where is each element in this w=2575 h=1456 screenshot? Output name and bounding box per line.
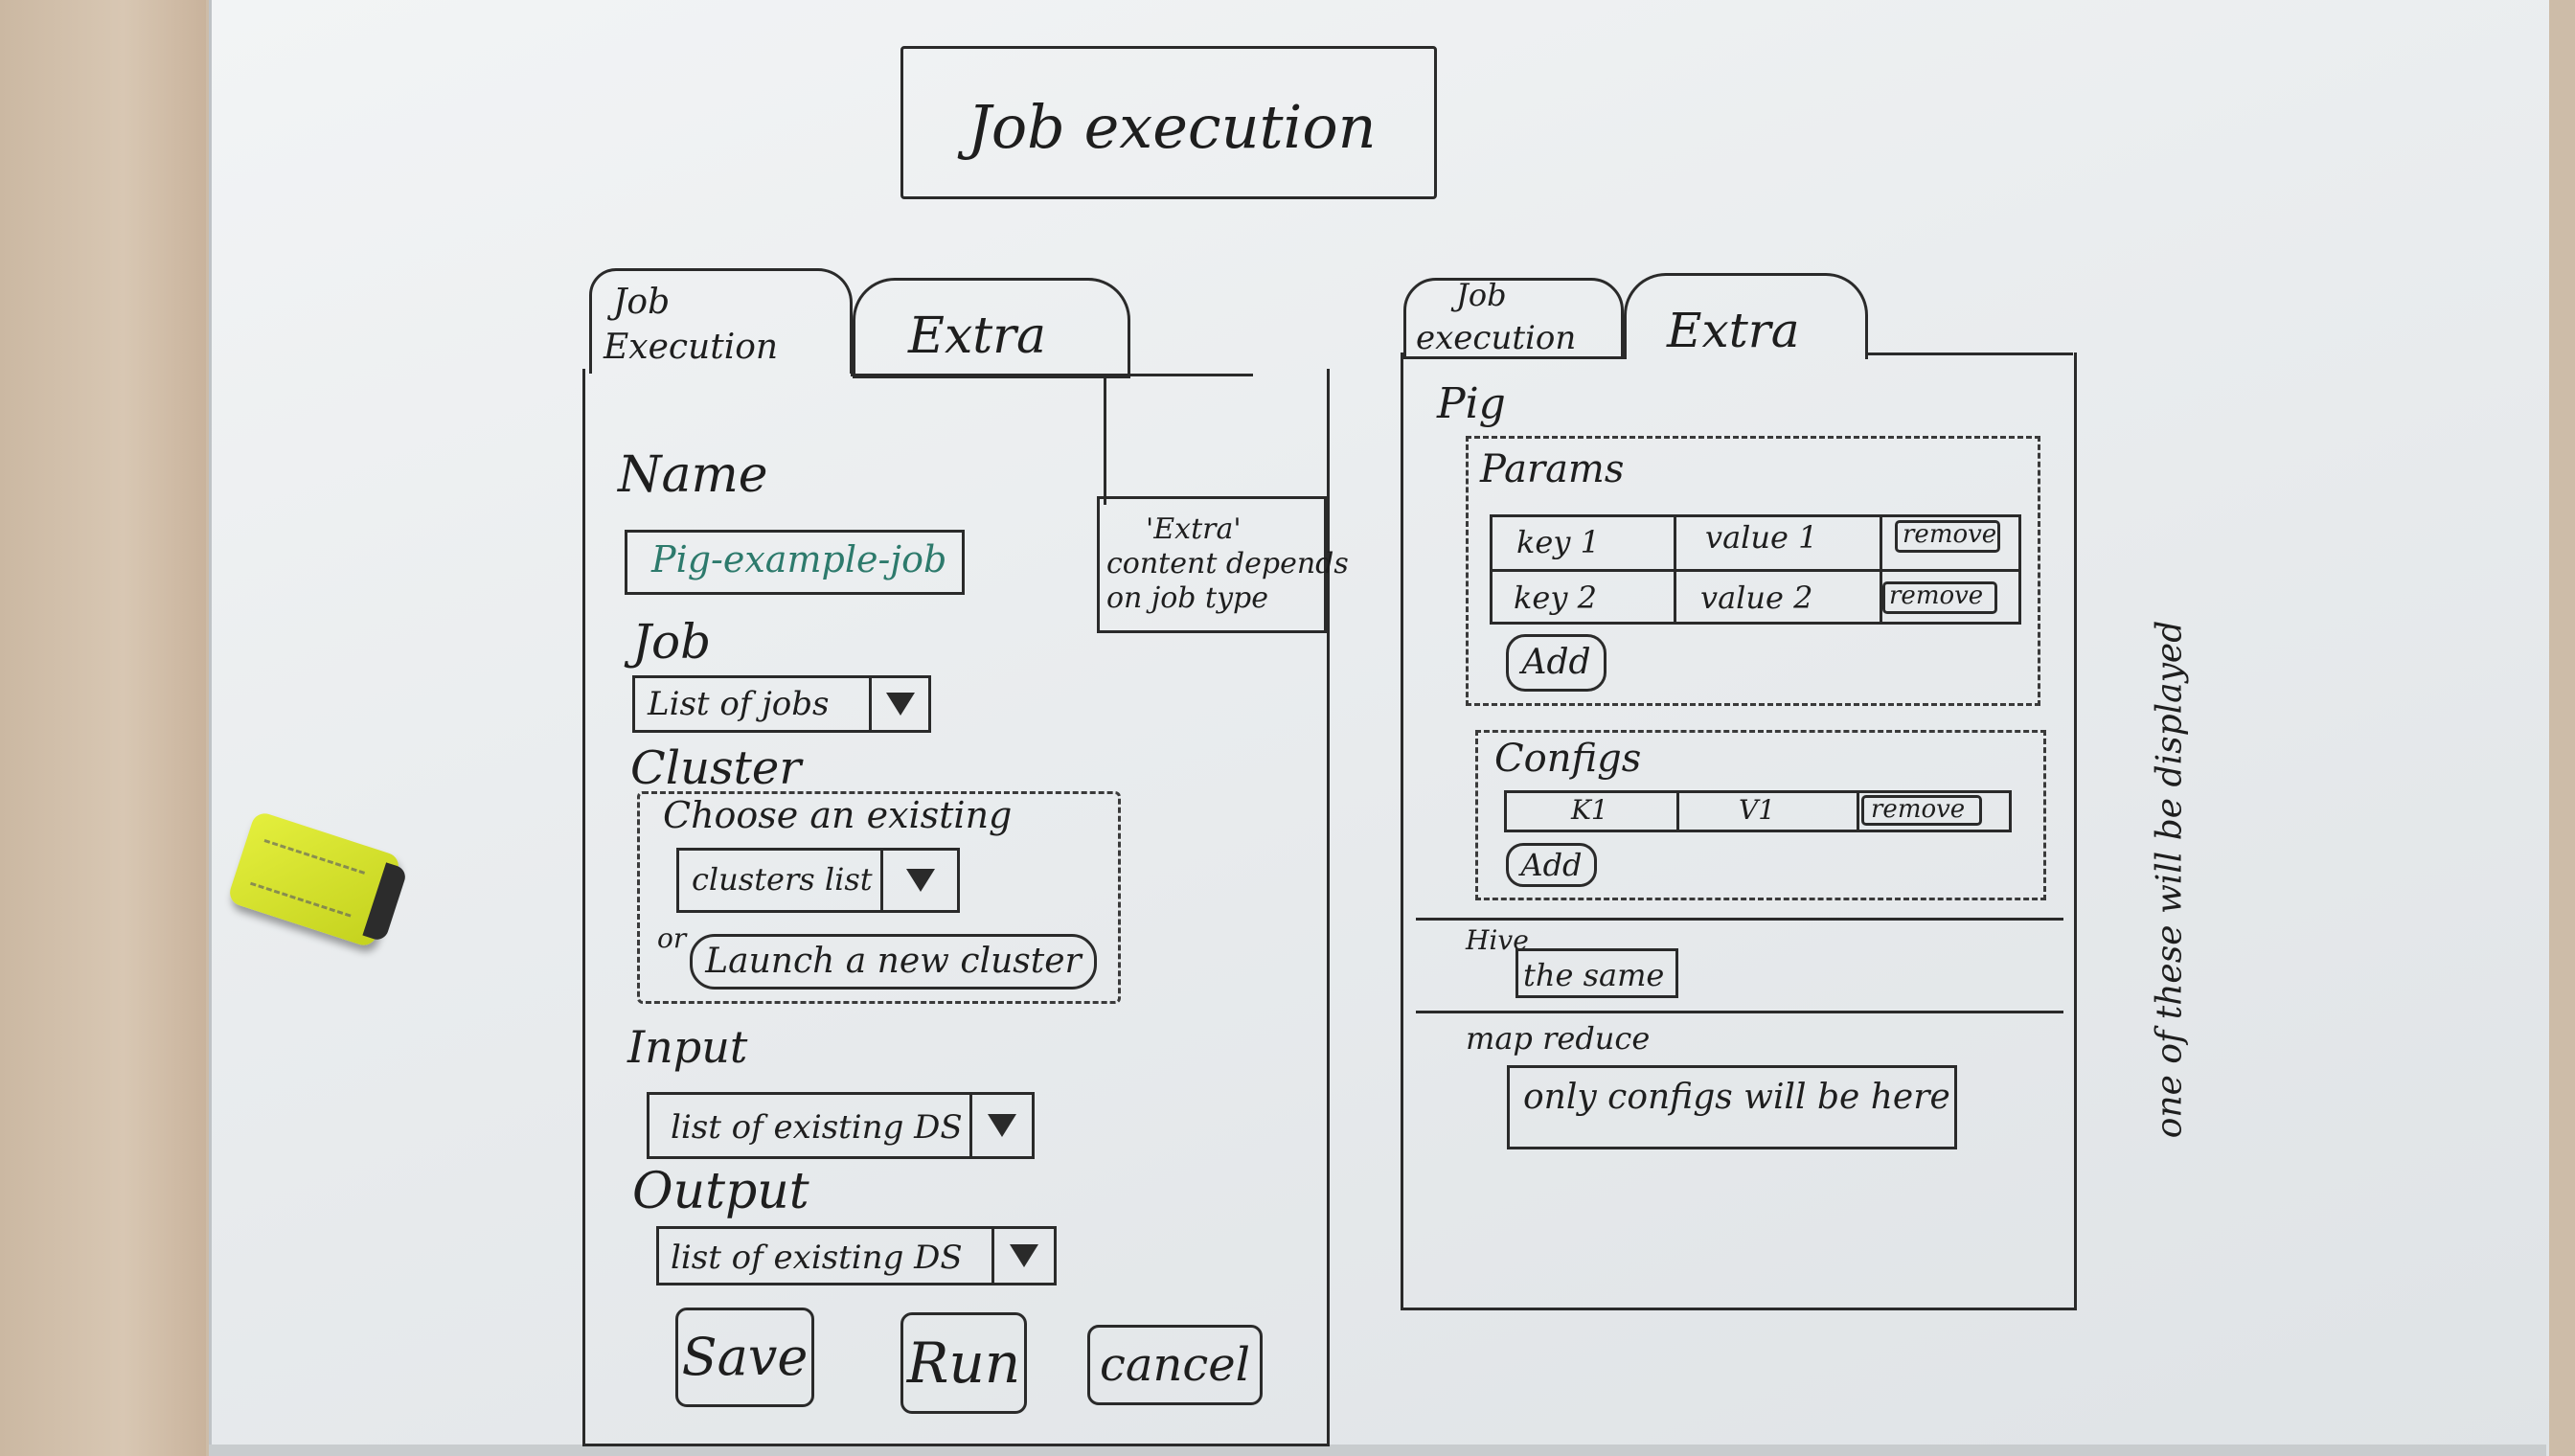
mapreduce-label: map reduce: [1466, 1020, 1651, 1057]
table-cell-key: key 1: [1516, 524, 1600, 560]
params-label: Params: [1480, 447, 1625, 491]
note-line1: 'Extra': [1146, 512, 1242, 546]
note-box: [1097, 496, 1327, 633]
cluster-group: [637, 791, 1121, 1004]
side-note: one of these will be displayed: [2150, 620, 2190, 1139]
mapreduce-text: only configs will be here: [1523, 1078, 1950, 1117]
pig-label: Pig: [1437, 379, 1506, 428]
configs-table: [1504, 790, 2012, 832]
name-input-value: Pig-example-job: [651, 538, 947, 580]
note-line2: content depends: [1106, 547, 1349, 580]
cluster-select-value: clusters list: [692, 861, 873, 898]
job-select[interactable]: [632, 675, 931, 733]
tab-job-execution-right-line1: Job: [1456, 277, 1507, 313]
chevron-down-icon: [880, 851, 957, 910]
save-button-label: Save: [681, 1327, 809, 1387]
tab-job-execution-line2: Execution: [604, 328, 779, 367]
table-cell-key: key 2: [1514, 580, 1597, 616]
output-select[interactable]: [656, 1226, 1057, 1285]
mapreduce-divider: [1416, 1011, 2063, 1013]
input-select[interactable]: [647, 1092, 1035, 1159]
job-execution-form: [582, 369, 1330, 1446]
params-add-button[interactable]: Add: [1506, 634, 1607, 692]
tab-job-execution[interactable]: [589, 268, 853, 374]
hive-divider: [1416, 918, 2063, 921]
cluster-choose-label: Choose an existing: [663, 794, 1013, 836]
run-button[interactable]: Run: [900, 1312, 1027, 1414]
mapreduce-box: [1507, 1065, 1957, 1149]
job-label: Job: [632, 614, 712, 670]
table-cell-key: K1: [1571, 794, 1608, 826]
or-text: or: [657, 922, 687, 954]
tab-extra[interactable]: [853, 278, 1130, 378]
title-box: [900, 46, 1437, 199]
cancel-button-label: cancel: [1099, 1338, 1251, 1392]
remove-button[interactable]: [1861, 795, 1982, 826]
tab-job-execution-line1: Job: [613, 283, 671, 322]
note-line3: on job type: [1106, 581, 1268, 615]
extra-panel-top-edge: [1866, 353, 2073, 355]
launch-new-cluster-button[interactable]: Launch a new cluster: [690, 934, 1097, 990]
launch-new-cluster-label: Launch a new cluster: [705, 942, 1082, 981]
remove-button-label: remove: [1889, 581, 1984, 610]
extra-panel: [1401, 353, 2077, 1310]
output-label: Output: [632, 1163, 809, 1220]
configs-add-button-label: Add: [1520, 847, 1583, 883]
table-cell-value: value 1: [1705, 519, 1818, 556]
configs-add-button[interactable]: Add: [1506, 843, 1597, 887]
whiteboard: [209, 0, 2549, 1456]
configs-group: [1475, 730, 2046, 900]
input-select-value: list of existing DS: [671, 1108, 963, 1147]
board-tray: [209, 1445, 2546, 1456]
chevron-down-icon: [969, 1095, 1032, 1156]
cluster-label: Cluster: [630, 741, 802, 795]
remove-button-label: remove: [1903, 520, 1997, 549]
tab-job-execution-right-line2: execution: [1416, 319, 1577, 357]
form-top-edge: [851, 374, 1253, 376]
cluster-select[interactable]: [676, 848, 960, 913]
hive-text: the same: [1523, 957, 1665, 993]
chevron-down-icon: [869, 678, 928, 730]
table-cell-value: V1: [1739, 794, 1776, 826]
output-select-value: list of existing DS: [671, 1239, 963, 1277]
wall: [0, 0, 206, 1456]
name-label: Name: [618, 446, 768, 504]
remove-button[interactable]: [1895, 520, 2000, 553]
name-input[interactable]: [625, 530, 965, 595]
tab-job-execution-right[interactable]: [1403, 278, 1624, 359]
hive-box: [1515, 948, 1678, 998]
configs-label: Configs: [1494, 737, 1642, 781]
run-button-label: Run: [906, 1331, 1021, 1396]
remove-button-label: remove: [1871, 795, 1966, 824]
remove-button[interactable]: [1882, 581, 1997, 614]
tab-extra-right-label: Extra: [1667, 303, 1800, 358]
note-connector: [1104, 375, 1106, 505]
page-title: Job execution: [968, 92, 1377, 162]
save-button[interactable]: Save: [675, 1308, 814, 1407]
job-select-value: List of jobs: [648, 685, 830, 723]
input-label: Input: [627, 1021, 748, 1073]
table-cell-value: value 2: [1700, 580, 1813, 616]
tab-extra-label: Extra: [908, 307, 1047, 365]
tab-extra-right[interactable]: [1624, 273, 1868, 359]
params-row-divider: [1490, 569, 2021, 572]
params-add-button-label: Add: [1521, 643, 1591, 682]
params-group: [1466, 436, 2040, 706]
chevron-down-icon: [991, 1229, 1054, 1283]
cancel-button[interactable]: cancel: [1087, 1325, 1263, 1405]
